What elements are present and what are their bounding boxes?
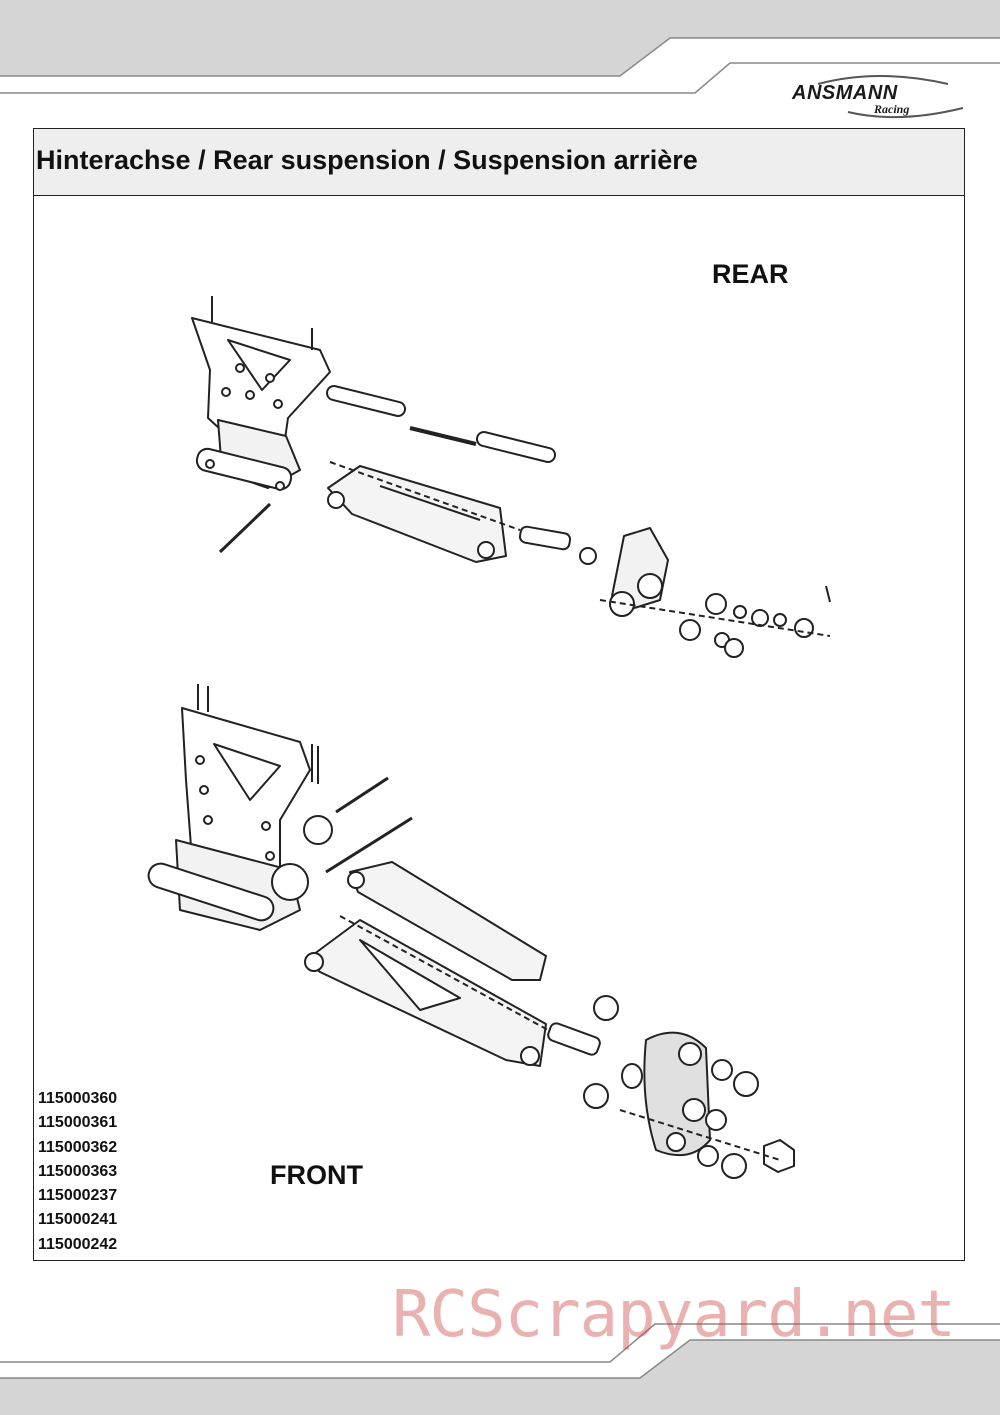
watermark-text: RCScrapyard.net bbox=[392, 1278, 956, 1352]
title-bar: Hinterachse / Rear suspension / Suspensi… bbox=[34, 129, 964, 196]
part-number-list: 115000360 115000361 115000362 115000363 … bbox=[38, 1087, 117, 1257]
part-number: 115000237 bbox=[38, 1187, 118, 1205]
part-number: 115000363 bbox=[38, 1162, 118, 1180]
top-banner bbox=[0, 0, 1000, 100]
bottom-banner bbox=[0, 1318, 1000, 1415]
part-number: 115000360 bbox=[38, 1090, 118, 1107]
rear-lower-arm bbox=[327, 465, 507, 563]
part-number: 115000361 bbox=[38, 1114, 118, 1132]
front-shock-tower bbox=[181, 684, 319, 881]
rear-hinge-pin bbox=[218, 502, 272, 554]
rear-camber-link bbox=[325, 385, 557, 463]
front-hinge-pin-2 bbox=[325, 816, 413, 874]
part-number: 115000241 bbox=[38, 1211, 118, 1229]
content-frame: Hinterachse / Rear suspension / Suspensi… bbox=[33, 128, 965, 1261]
rear-gearbox bbox=[195, 419, 301, 491]
front-lower-arm bbox=[304, 919, 547, 1067]
front-hinge-pin-1 bbox=[335, 776, 389, 814]
logo-brand-text: ANSMANN bbox=[792, 82, 898, 104]
front-hub-carrier bbox=[547, 995, 795, 1179]
part-number: 115000362 bbox=[38, 1138, 118, 1156]
rear-label: REAR bbox=[712, 259, 789, 289]
ansmann-racing-logo: ANSMANN Racing bbox=[788, 72, 968, 124]
front-label: FRONT bbox=[270, 1160, 363, 1190]
logo-racing-text: Racing bbox=[874, 102, 910, 116]
part-number: 115000242 bbox=[38, 1235, 118, 1253]
page-title: Hinterachse / Rear suspension / Suspensi… bbox=[36, 145, 698, 175]
front-upper-arm bbox=[347, 861, 547, 981]
logo-swoosh-icon bbox=[817, 75, 964, 119]
front-gearbox bbox=[147, 815, 333, 931]
rear-hub-carrier bbox=[518, 525, 831, 658]
